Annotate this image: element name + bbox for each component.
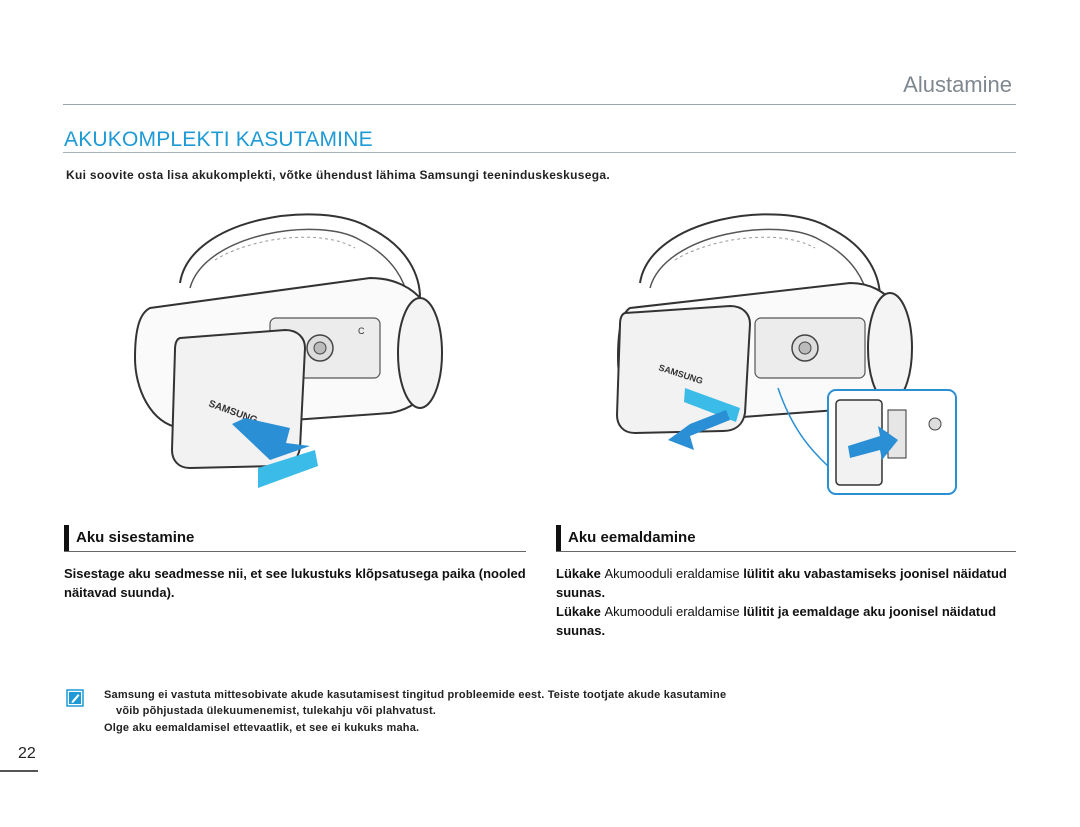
remove-step2-switch-name: Akumooduli eraldamise bbox=[604, 604, 740, 619]
insert-heading-rule bbox=[64, 551, 526, 552]
intro-text: Kui soovite osta lisa akukomplekti, võtk… bbox=[66, 168, 610, 182]
header-divider bbox=[63, 104, 1016, 105]
note-line-1: Samsung ei vastuta mittesobivate akude k… bbox=[104, 689, 727, 701]
chapter-title: Alustamine bbox=[903, 72, 1012, 97]
insert-heading-bar bbox=[64, 525, 69, 551]
section-divider bbox=[63, 152, 1016, 153]
remove-step1-suffix: lülitit aku vabastamiseks joonisel näida… bbox=[556, 566, 1007, 600]
note-icon bbox=[66, 689, 84, 707]
note-line-2: võib põhjustada ülekuumenemist, tulekahj… bbox=[116, 705, 437, 717]
remove-step1-switch-name: Akumooduli eraldamise bbox=[604, 566, 740, 581]
remove-instruction-2: Lükake Akumooduli eraldamise lülitit ja … bbox=[556, 602, 1021, 640]
insert-heading: Aku sisestamine bbox=[76, 529, 195, 546]
remove-heading-bar bbox=[556, 525, 561, 551]
section-title: AKUKOMPLEKTI KASUTAMINE bbox=[64, 128, 373, 151]
svg-text:C: C bbox=[358, 326, 365, 336]
remove-heading: Aku eemaldamine bbox=[568, 529, 696, 546]
remove-heading-rule bbox=[556, 551, 1016, 552]
page-number: 22 bbox=[18, 745, 36, 762]
remove-step2-prefix: Lükake bbox=[556, 604, 601, 619]
note-line-3: Olge aku eemaldamisel ettevaatlik, et se… bbox=[104, 722, 420, 734]
remove-step2-suffix: lülitit ja eemaldage aku joonisel näidat… bbox=[556, 604, 997, 638]
battery-insert-illustration: C SAMSUNG bbox=[133, 213, 443, 488]
insert-instructions: Sisestage aku seadmesse nii, et see luku… bbox=[64, 566, 526, 600]
remove-instruction-1: Lükake Akumooduli eraldamise lülitit aku… bbox=[556, 564, 1021, 602]
remove-step1-prefix: Lükake bbox=[556, 566, 601, 581]
page-number-rule bbox=[0, 770, 38, 772]
battery-remove-illustration: SAMSUNG bbox=[615, 213, 957, 495]
